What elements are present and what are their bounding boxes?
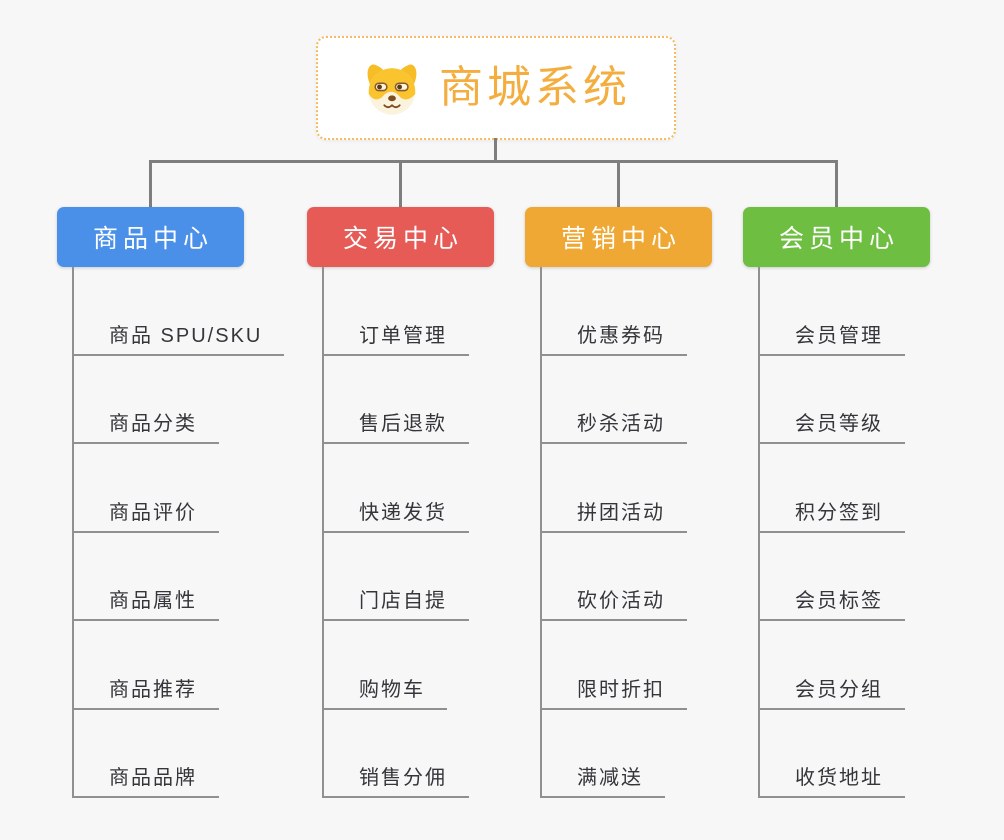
- child-item-label: 商品分类: [109, 413, 197, 435]
- child-item[interactable]: 会员标签: [760, 533, 905, 621]
- child-item-label: 会员等级: [795, 413, 883, 435]
- branch-product-center: 商品中心 商品 SPU/SKU 商品分类 商品评价 商品属性 商品推荐 商品品牌: [57, 207, 285, 798]
- child-item-label: 商品品牌: [109, 767, 197, 789]
- branch-children-member: 会员管理 会员等级 积分签到 会员标签 会员分组 收货地址: [758, 267, 930, 798]
- child-item[interactable]: 会员管理: [760, 267, 905, 356]
- child-item-label: 拼团活动: [577, 501, 665, 524]
- branch-node-marketing-center[interactable]: 营销中心: [525, 207, 712, 267]
- child-item[interactable]: 订单管理: [324, 267, 469, 356]
- child-item-label: 门店自提: [359, 590, 447, 612]
- child-item[interactable]: 商品分类: [74, 356, 219, 444]
- child-item[interactable]: 满减送: [542, 710, 665, 798]
- child-item[interactable]: 拼团活动: [542, 444, 687, 533]
- child-item[interactable]: 门店自提: [324, 533, 469, 621]
- child-item[interactable]: 销售分佣: [324, 710, 469, 798]
- child-item-label: 商品 SPU/SKU: [109, 324, 263, 347]
- child-item[interactable]: 商品 SPU/SKU: [74, 267, 285, 356]
- child-item[interactable]: 积分签到: [760, 444, 905, 533]
- branch-node-member-center[interactable]: 会员中心: [743, 207, 930, 267]
- child-item[interactable]: 收货地址: [760, 710, 905, 798]
- child-item[interactable]: 商品属性: [74, 533, 219, 621]
- branch-children-marketing: 优惠券码 秒杀活动 拼团活动 砍价活动 限时折扣 满减送: [540, 267, 712, 798]
- connector-drop-member: [835, 160, 838, 207]
- child-item-label: 会员管理: [795, 324, 883, 347]
- child-item[interactable]: 快递发货: [324, 444, 469, 533]
- child-item-label: 商品评价: [109, 501, 197, 524]
- child-item[interactable]: 秒杀活动: [542, 356, 687, 444]
- child-item-label: 满减送: [577, 767, 643, 789]
- child-item-label: 销售分佣: [359, 767, 447, 789]
- child-item-label: 会员分组: [795, 678, 883, 701]
- child-item-label: 商品属性: [109, 590, 197, 612]
- child-item[interactable]: 售后退款: [324, 356, 469, 444]
- dog-face-icon: [367, 64, 417, 115]
- child-item-label: 砍价活动: [577, 590, 665, 612]
- child-item[interactable]: 砍价活动: [542, 533, 687, 621]
- child-item[interactable]: 会员分组: [760, 621, 905, 710]
- child-item-label: 订单管理: [359, 324, 447, 347]
- connector-trunk: [149, 160, 838, 163]
- child-item[interactable]: 商品推荐: [74, 621, 219, 710]
- child-item-label: 积分签到: [795, 501, 883, 524]
- root-title: 商城系统: [439, 63, 631, 112]
- root-node[interactable]: 商城系统: [316, 36, 676, 140]
- child-item-label: 购物车: [359, 678, 425, 701]
- connector-drop-product: [149, 160, 152, 207]
- child-item[interactable]: 会员等级: [760, 356, 905, 444]
- child-item-label: 售后退款: [359, 413, 447, 435]
- child-item-label: 限时折扣: [577, 678, 665, 701]
- connector-drop-marketing: [617, 160, 620, 207]
- branch-children-product: 商品 SPU/SKU 商品分类 商品评价 商品属性 商品推荐 商品品牌: [72, 267, 285, 798]
- child-item-label: 快递发货: [359, 501, 447, 524]
- branch-node-trade-center[interactable]: 交易中心: [307, 207, 494, 267]
- branch-children-trade: 订单管理 售后退款 快递发货 门店自提 购物车 销售分佣: [322, 267, 494, 798]
- child-item-label: 秒杀活动: [577, 413, 665, 435]
- child-item-label: 会员标签: [795, 590, 883, 612]
- child-item[interactable]: 购物车: [324, 621, 447, 710]
- child-item[interactable]: 优惠券码: [542, 267, 687, 356]
- child-item[interactable]: 限时折扣: [542, 621, 687, 710]
- branch-node-product-center[interactable]: 商品中心: [57, 207, 244, 267]
- connector-drop-trade: [399, 160, 402, 207]
- child-item-label: 收货地址: [795, 767, 883, 789]
- branch-marketing-center: 营销中心 优惠券码 秒杀活动 拼团活动 砍价活动 限时折扣 满减送: [525, 207, 712, 798]
- connector-root-stem: [494, 138, 497, 163]
- child-item[interactable]: 商品评价: [74, 444, 219, 533]
- child-item-label: 商品推荐: [109, 678, 197, 701]
- child-item[interactable]: 商品品牌: [74, 710, 219, 798]
- branch-trade-center: 交易中心 订单管理 售后退款 快递发货 门店自提 购物车 销售分佣: [307, 207, 494, 798]
- child-item-label: 优惠券码: [577, 324, 665, 347]
- branch-member-center: 会员中心 会员管理 会员等级 积分签到 会员标签 会员分组 收货地址: [743, 207, 930, 798]
